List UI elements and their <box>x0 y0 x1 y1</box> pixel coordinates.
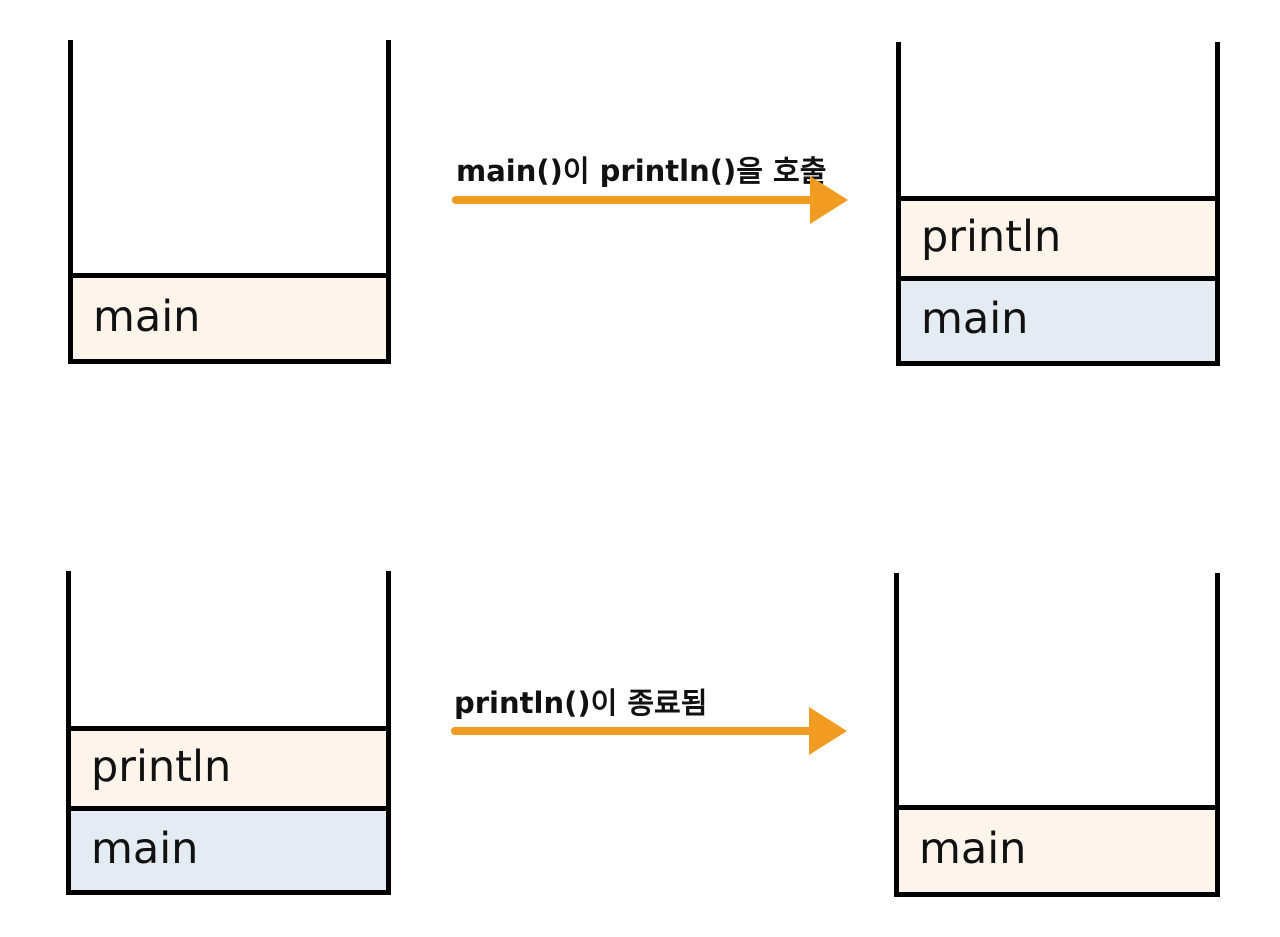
transition-caption: main()이 println()을 호출 <box>456 154 827 188</box>
stack-1-after: println main <box>896 42 1220 366</box>
arrow-right-icon <box>451 707 847 755</box>
stack-frame-main: main <box>73 273 386 359</box>
stack-frame-println: println <box>901 196 1215 276</box>
transition-caption: println()이 종료됨 <box>454 686 708 720</box>
frame-label: println <box>921 211 1062 262</box>
stack-2-after: main <box>894 573 1220 897</box>
arrow-right-icon <box>452 176 848 224</box>
stack-2-before: println main <box>66 571 391 895</box>
frame-label: main <box>93 291 201 342</box>
frame-label: main <box>921 294 1029 344</box>
stack-frame-println: println <box>71 726 386 806</box>
stack-1-before: main <box>68 40 391 364</box>
frame-label: main <box>91 823 199 874</box>
stack-frame-main: main <box>71 806 386 890</box>
stack-frame-main: main <box>901 276 1215 361</box>
stack-frame-main: main <box>899 805 1215 892</box>
frame-label: println <box>91 741 232 792</box>
frame-label: main <box>919 824 1027 874</box>
